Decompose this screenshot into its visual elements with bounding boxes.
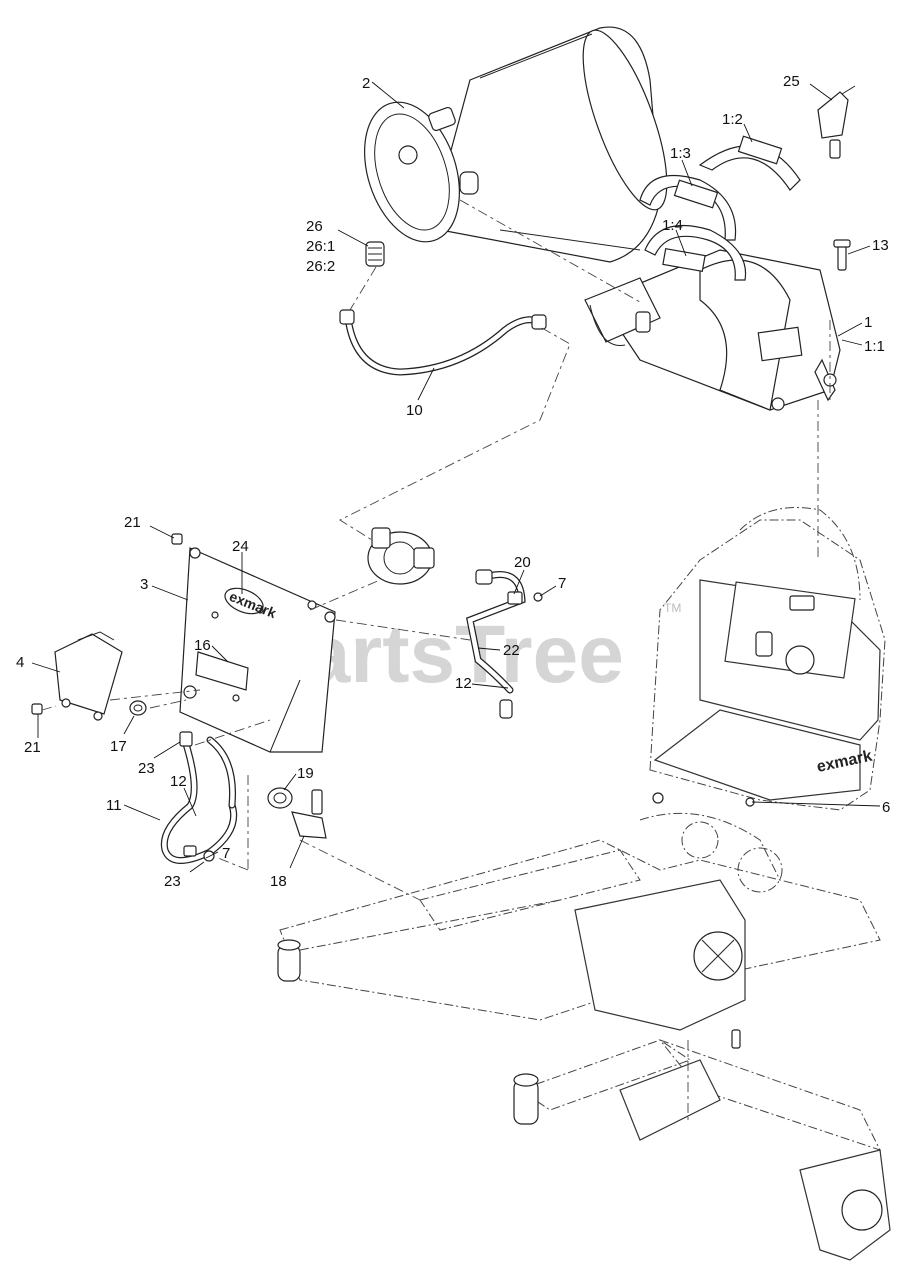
callout-6: 6 [882,799,890,816]
bracket-16 [195,651,249,691]
callout-12-upper: 12 [455,675,472,692]
callout-24: 24 [232,538,249,555]
callout-labels: 2 25 1:2 1:3 1:4 13 1 1:1 26 26:1 26:2 1… [16,73,890,890]
bracket-18 [291,789,327,839]
fuel-hose-11 [160,731,238,864]
callout-1-3: 1:3 [670,145,691,162]
callout-26: 26 [306,218,323,235]
callout-20: 20 [514,554,531,571]
callout-25: 25 [783,73,800,90]
callout-10: 10 [406,402,423,419]
fuel-line-22 [465,569,526,719]
callout-26-2: 26:2 [306,258,335,275]
callout-23-lower: 23 [164,873,181,890]
callout-21-lower: 21 [24,739,41,756]
callout-3: 3 [140,576,148,593]
callout-2: 2 [362,75,370,92]
callout-19: 19 [297,765,314,782]
routing-lines [41,199,831,1120]
watermark-trademark: TM [664,601,681,615]
callout-18: 18 [270,873,287,890]
guard-4 [54,631,123,721]
bolt-13 [833,239,851,271]
callout-17: 17 [110,738,127,755]
callout-1-1: 1:1 [864,338,885,355]
callout-1-2: 1:2 [722,111,743,128]
decal-24 [224,587,264,615]
tank-latch-25 [817,85,856,159]
callout-21-upper: 21 [124,514,141,531]
callout-23-upper: 23 [138,760,155,777]
callout-26-1: 26:1 [306,238,335,255]
fitting-7-upper [533,592,543,602]
callout-1-4: 1:4 [662,217,683,234]
callout-11: 11 [106,797,122,814]
screw-21-lower [31,703,43,715]
callout-7-upper: 7 [558,575,566,592]
callout-16: 16 [194,637,211,654]
callout-12-lower: 12 [170,773,187,790]
tank-bracket-assembly [584,135,841,411]
fuel-regulator [367,527,435,585]
fitting-19 [267,787,293,809]
callout-13: 13 [872,237,889,254]
propane-tank [364,26,668,263]
callout-4: 4 [16,654,24,671]
fuel-hose-10 [339,309,547,376]
leader-lines [31,81,881,873]
callout-7-lower: 7 [222,845,230,862]
screw-21-upper [171,533,183,545]
mower-frame: exmark [277,507,891,1261]
callout-22: 22 [503,642,520,659]
callout-1: 1 [864,314,872,331]
hose-coupling-26 [365,241,385,267]
grommet-17 [129,700,147,716]
